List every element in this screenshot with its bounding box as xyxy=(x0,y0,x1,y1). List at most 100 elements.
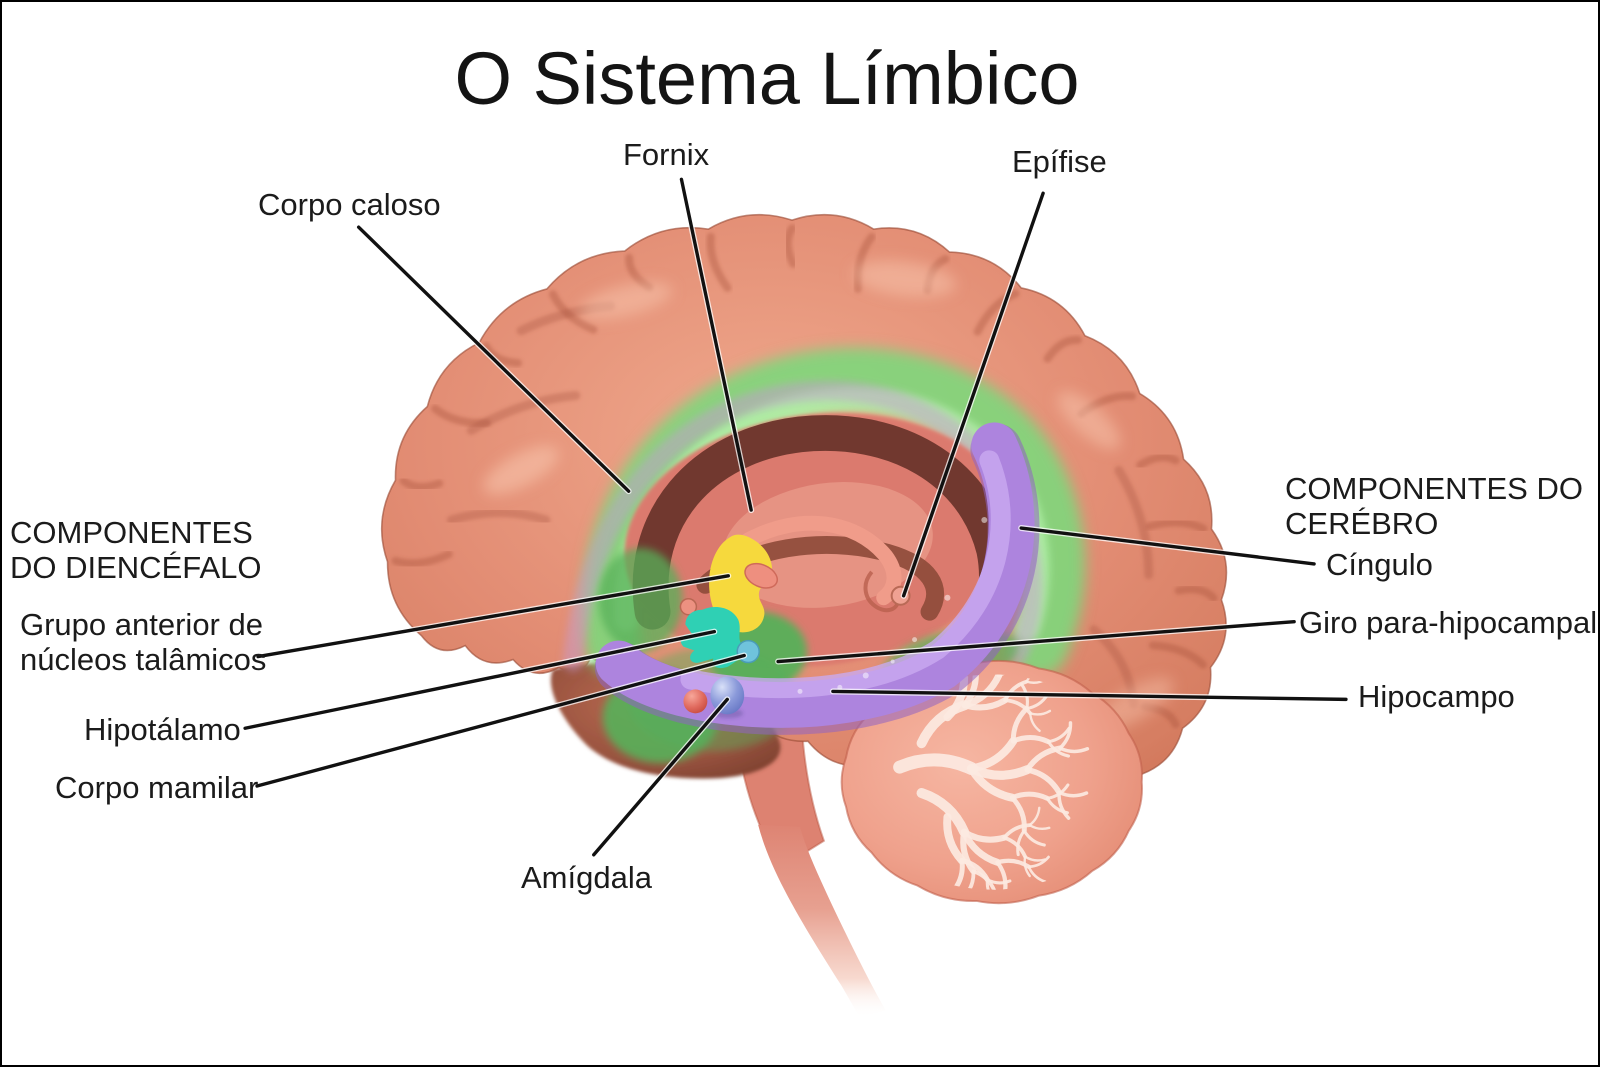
section-cerebro-line2: CERÉBRO xyxy=(1285,505,1439,541)
interthalamic-adhesion xyxy=(744,562,778,589)
leader-amigdala xyxy=(592,697,729,857)
arbor-vitae-branch xyxy=(1009,791,1050,801)
arbor-vitae-branch xyxy=(943,812,966,865)
leader-grupo-anterior xyxy=(256,574,730,659)
arbor-vitae-branch xyxy=(1002,823,1032,840)
sulcus-line xyxy=(853,232,876,293)
cerebellum xyxy=(840,659,1143,905)
arbor-vitae-branch xyxy=(961,869,976,890)
label-amigdala: Amígdala xyxy=(521,860,652,895)
arbor-vitae-branch xyxy=(995,860,1008,890)
leader-lines xyxy=(242,176,1349,858)
arbor-vitae-branch xyxy=(916,788,970,837)
label-grupo-anterior: Grupo anterior de núcleos talâmicos xyxy=(20,607,267,677)
sulcus-line xyxy=(399,476,444,491)
thalamus-anterior-nuclei xyxy=(709,534,773,633)
arbor-vitae-branch xyxy=(1024,745,1063,773)
section-diencefalo-line1: COMPONENTES xyxy=(10,515,253,550)
arbor-vitae-branch xyxy=(1003,698,1033,716)
sulcus-line xyxy=(1145,518,1208,533)
anterior-commissure xyxy=(679,598,698,616)
leader-line-blacks xyxy=(243,177,1348,857)
leader-corpo-mamilar xyxy=(255,653,746,788)
arbor-vitae-branch xyxy=(1057,790,1071,820)
sulcus-line xyxy=(706,232,732,292)
gyrus-highlight xyxy=(579,282,673,320)
label-corpo-caloso: Corpo caloso xyxy=(258,187,441,222)
arbor-vitae-branch xyxy=(985,878,997,890)
arbor-vitae-branch xyxy=(1025,674,1033,683)
section-header-diencefalo: COMPONENTES DO DIENCÉFALO xyxy=(10,515,262,585)
section-diencefalo-line2: DO DIENCÉFALO xyxy=(10,549,262,585)
sulcus-line xyxy=(446,508,551,525)
arbor-vitae-branch xyxy=(1024,766,1062,796)
hypothalamus xyxy=(680,606,753,669)
arbor-vitae-branch xyxy=(1027,865,1047,884)
arbor-vitae-branch xyxy=(1010,735,1051,745)
brainstem-spinal-cord xyxy=(758,824,886,1019)
arbor-vitae-branch xyxy=(1028,806,1041,827)
gyrus-highlight xyxy=(483,446,559,495)
label-grupo-anterior-line2: núcleos talâmicos xyxy=(20,641,267,677)
gyrus-highlight xyxy=(853,261,957,297)
sulcus-line xyxy=(783,224,798,268)
label-grupo-anterior-line1: Grupo anterior de xyxy=(20,607,263,642)
arbor-vitae-branch xyxy=(1002,835,1028,859)
cerebellum-arbor-vitae xyxy=(893,674,1090,890)
arbor-vitae-branch xyxy=(966,763,1032,780)
pituitary-ball xyxy=(683,689,708,714)
sulcus-line xyxy=(1114,465,1154,580)
arbor-vitae-branch xyxy=(959,857,990,883)
label-hipocampo: Hipocampo xyxy=(1358,679,1515,714)
arbor-vitae-branch xyxy=(1057,790,1089,798)
sulcus-line xyxy=(1136,453,1180,470)
sulcus-line xyxy=(973,289,1020,336)
label-corpo-mamilar: Corpo mamilar xyxy=(55,770,259,805)
label-giro-parahipocampal: Giro para-hipocampal xyxy=(1299,605,1598,640)
arbor-vitae-branch xyxy=(893,753,978,775)
arbor-vitae-branch xyxy=(1003,679,1029,703)
sulcus-line xyxy=(1148,641,1207,669)
arbor-vitae-branch xyxy=(1016,829,1026,857)
leader-epifise xyxy=(901,191,1045,598)
leader-giro xyxy=(776,619,1296,664)
cerebellum-body xyxy=(840,659,1143,905)
label-fornix: Fornix xyxy=(623,137,710,172)
sulcus-line xyxy=(1043,335,1083,363)
section-header-cerebro: COMPONENTES DO CERÉBRO xyxy=(1285,471,1583,541)
sulcus-line xyxy=(391,550,453,568)
cingulate-gyrus-ring xyxy=(582,347,1086,677)
arbor-vitae-branch xyxy=(1027,855,1050,869)
label-epifise: Epífise xyxy=(1012,144,1107,179)
sulcus-line xyxy=(1174,585,1218,603)
leader-cingulo xyxy=(1019,526,1316,566)
arbor-vitae-branch xyxy=(995,858,1031,869)
arbor-vitae-branch xyxy=(1029,709,1052,716)
arbor-vitae-branch xyxy=(985,878,1012,885)
leader-fornix xyxy=(679,177,753,512)
arbor-vitae-branch xyxy=(1023,855,1046,862)
leader-hipotalamo xyxy=(243,629,717,730)
arbor-vitae-branch xyxy=(1029,712,1041,733)
arbor-vitae-branch xyxy=(1046,726,1071,744)
fornix-band xyxy=(740,515,902,606)
section-cerebro-line1: COMPONENTES DO xyxy=(1285,471,1583,506)
sulcus-line xyxy=(482,342,523,367)
gyrus-highlight xyxy=(1057,391,1121,450)
leader-hipocampo xyxy=(831,689,1348,702)
splenium-fold xyxy=(863,570,900,613)
page-title: O Sistema Límbico xyxy=(454,37,1080,120)
sulcus-line xyxy=(466,391,581,435)
arbor-vitae-branch xyxy=(960,828,1001,866)
parahippocampal-blob xyxy=(598,547,683,652)
label-hipotalamo: Hipotálamo xyxy=(84,712,241,747)
label-cingulo: Cíngulo xyxy=(1326,547,1433,582)
cortex-highlights xyxy=(483,261,1174,731)
arbor-vitae-branch xyxy=(1010,706,1030,744)
leader-corpo-caloso xyxy=(356,225,631,493)
arbor-vitae-branch xyxy=(1022,829,1046,847)
arbor-vitae-branch xyxy=(1028,823,1051,831)
arbor-vitae-branch xyxy=(1058,746,1090,754)
